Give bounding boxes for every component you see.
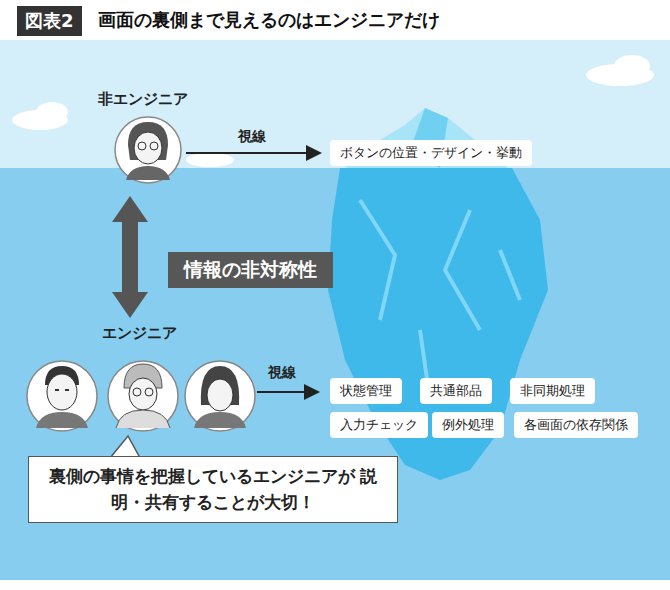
- node-text: 情報の非対称性: [184, 257, 317, 283]
- node-text: ボタンの位置・デザイン・挙動: [340, 144, 522, 162]
- node-text: 裏側の事情を把握しているエンジニアが 説明・共有することが大切！: [43, 464, 383, 515]
- sight-arrow: [186, 152, 320, 154]
- node-text: 共通部品: [430, 382, 482, 400]
- node-text: 状態管理: [340, 382, 392, 400]
- hidden-item: 入力チェック: [330, 412, 428, 438]
- sky: [0, 40, 670, 168]
- cloud: [12, 55, 654, 167]
- person-icon: [185, 361, 255, 431]
- view-box: ボタンの位置・デザイン・挙動: [330, 140, 532, 166]
- hidden-item: 非同期処理: [510, 378, 595, 404]
- node-text: 各画面の依存関係: [524, 416, 628, 434]
- hidden-item: 共通部品: [420, 378, 492, 404]
- sight-arrow: [257, 391, 318, 393]
- callout-pointer: [110, 436, 140, 458]
- node-text: 例外処理: [442, 416, 494, 434]
- person-label: エンジニア: [102, 324, 177, 343]
- title: 画面の裏側まで見えるのはエンジニアだけ: [98, 8, 440, 32]
- person-icon: [115, 117, 181, 183]
- figure-number: 図表2: [17, 6, 82, 36]
- node-text: 入力チェック: [340, 416, 418, 434]
- callout-box: 裏側の事情を把握しているエンジニアが 説明・共有することが大切！: [28, 456, 398, 523]
- person-label: 非エンジニア: [98, 90, 188, 109]
- node-text: 非同期処理: [520, 382, 585, 400]
- sight-label: 視線: [238, 128, 266, 146]
- person-icon: [108, 361, 178, 431]
- person-icon: [27, 361, 97, 431]
- hidden-item: 各画面の依存関係: [514, 412, 638, 438]
- sea: [0, 168, 670, 580]
- hidden-item: 例外処理: [432, 412, 504, 438]
- hidden-item: 状態管理: [330, 378, 402, 404]
- asymmetry-box: 情報の非対称性: [168, 252, 333, 288]
- double-arrow: [112, 196, 148, 318]
- sight-label: 視線: [268, 364, 296, 382]
